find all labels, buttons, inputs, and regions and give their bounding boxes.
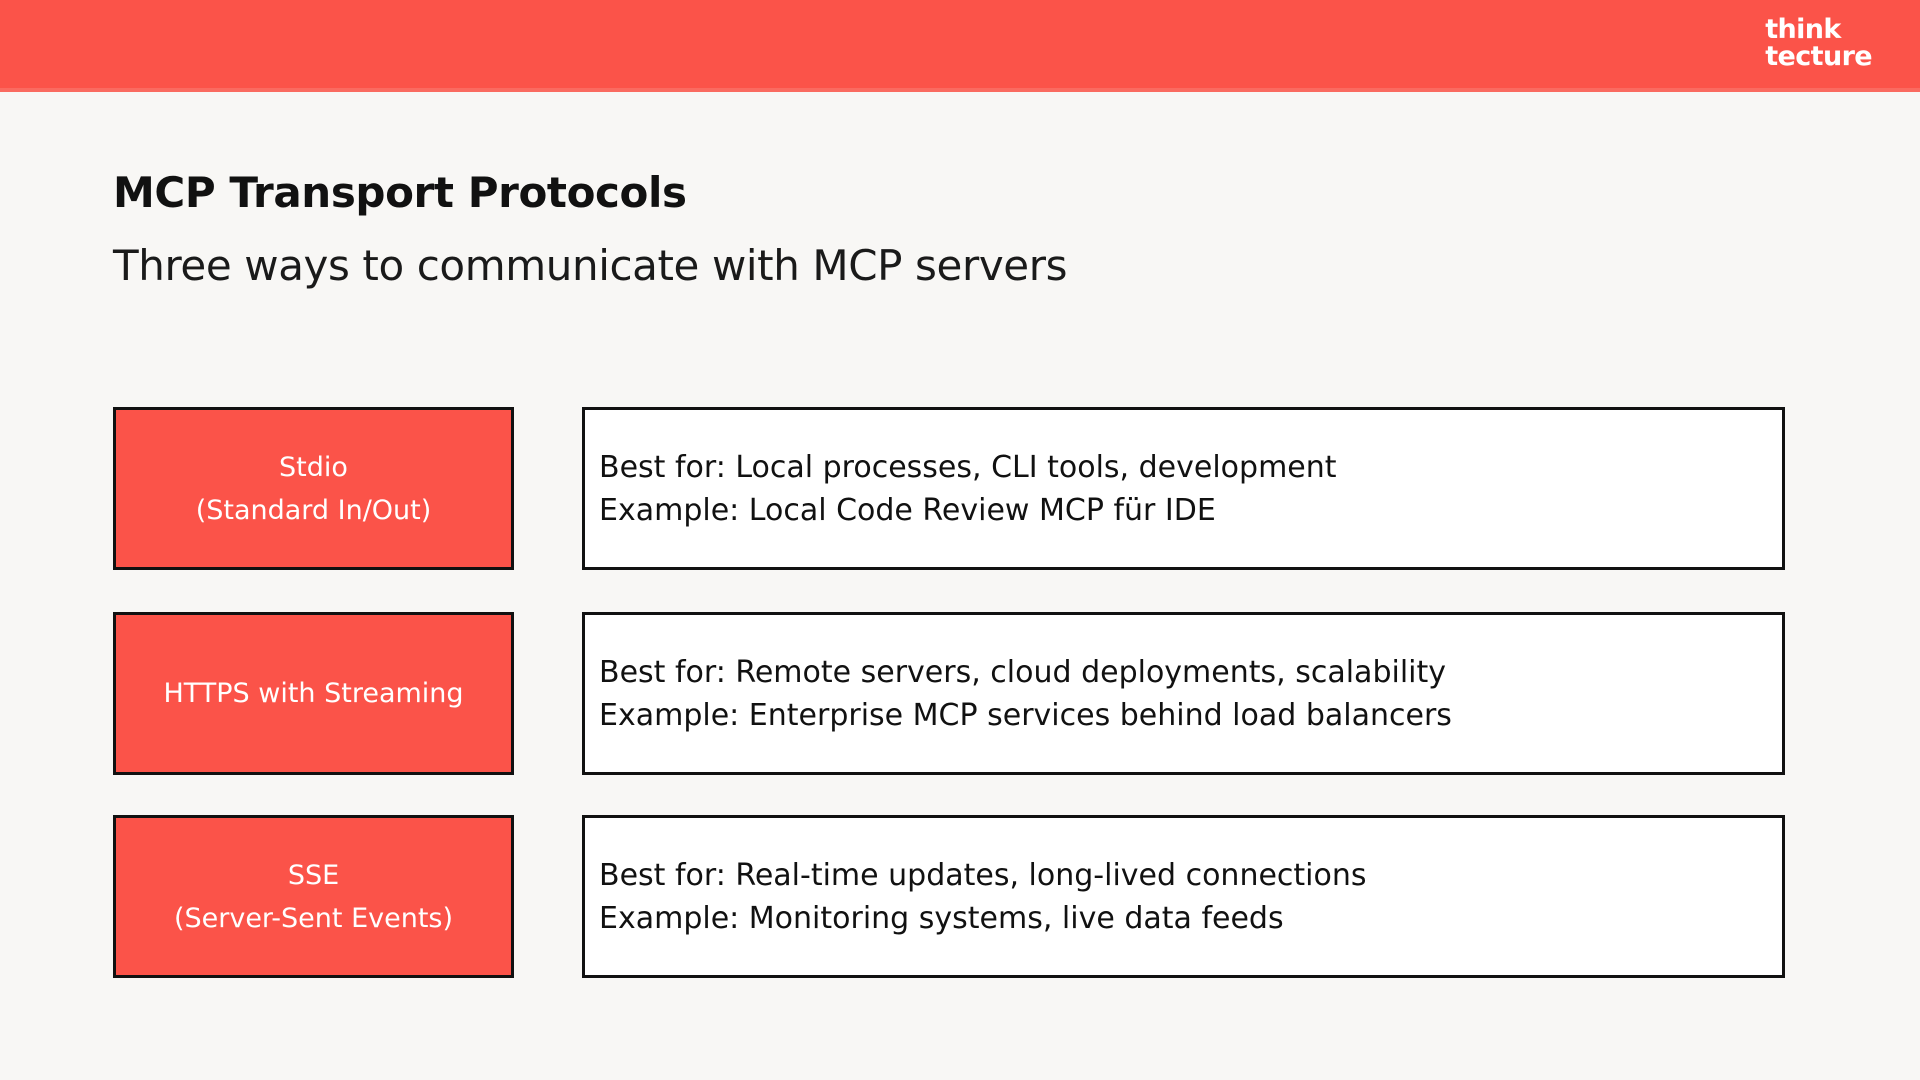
transport-label-box-https-streaming: HTTPS with Streaming — [113, 612, 514, 775]
transport-best-for: Best for: Real-time updates, long-lived … — [599, 857, 1367, 893]
transport-name-line1: HTTPS with Streaming — [163, 678, 464, 709]
transport-best-for: Best for: Local processes, CLI tools, de… — [599, 449, 1337, 485]
transport-example: Example: Monitoring systems, live data f… — [599, 900, 1284, 936]
transport-label-text-https-streaming: HTTPS with Streaming — [163, 672, 463, 715]
page-subtitle: Three ways to communicate with MCP serve… — [113, 241, 1068, 290]
transport-label-box-sse: SSE (Server-Sent Events) — [113, 815, 514, 978]
thinktecture-logo: think tecture — [1765, 16, 1872, 70]
transport-label-text-sse: SSE (Server-Sent Events) — [174, 854, 453, 940]
transport-row-https-streaming: HTTPS with Streaming Best for: Remote se… — [113, 612, 1785, 775]
transport-example: Example: Local Code Review MCP für IDE — [599, 492, 1216, 528]
transport-row-stdio: Stdio (Standard In/Out) Best for: Local … — [113, 407, 1785, 570]
transport-name-line1: SSE — [287, 859, 340, 891]
transport-row-sse: SSE (Server-Sent Events) Best for: Real-… — [113, 815, 1785, 978]
transport-name-line1: Stdio — [279, 451, 348, 483]
transport-example: Example: Enterprise MCP services behind … — [599, 697, 1452, 733]
transport-label-box-stdio: Stdio (Standard In/Out) — [113, 407, 514, 570]
page-title: MCP Transport Protocols — [113, 168, 687, 217]
transport-desc-box-stdio: Best for: Local processes, CLI tools, de… — [582, 407, 1785, 570]
transport-name-line2: (Server-Sent Events) — [173, 902, 454, 934]
header-bar — [0, 0, 1920, 88]
transport-desc-box-sse: Best for: Real-time updates, long-lived … — [582, 815, 1785, 978]
logo-line-think: think — [1765, 14, 1841, 45]
transport-name-line2: (Standard In/Out) — [195, 494, 432, 526]
transport-desc-box-https-streaming: Best for: Remote servers, cloud deployme… — [582, 612, 1785, 775]
transport-label-text-stdio: Stdio (Standard In/Out) — [196, 446, 432, 532]
logo-line-tecture: tecture — [1765, 41, 1872, 72]
header-accent-line — [0, 88, 1920, 92]
transport-best-for: Best for: Remote servers, cloud deployme… — [599, 654, 1447, 690]
